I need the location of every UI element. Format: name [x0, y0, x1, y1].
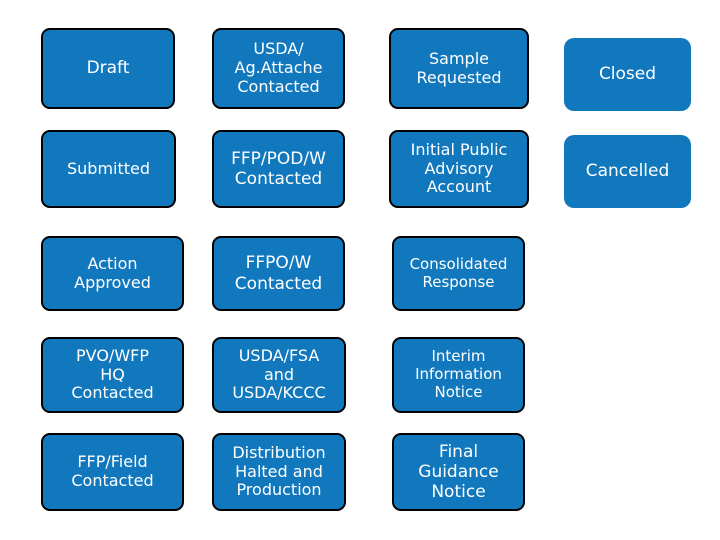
node-action-approved[interactable]: Action Approved: [41, 236, 184, 311]
node-ffpo-w[interactable]: FFPO/W Contacted: [212, 236, 345, 311]
node-sample-requested[interactable]: Sample Requested: [389, 28, 529, 109]
node-pvo-wfp-hq[interactable]: PVO/WFP HQ Contacted: [41, 337, 184, 413]
node-final-guidance-notice[interactable]: Final Guidance Notice: [392, 433, 525, 511]
node-consolidated-response[interactable]: Consolidated Response: [392, 236, 525, 311]
node-ffp-pod-w[interactable]: FFP/POD/W Contacted: [212, 130, 345, 208]
node-distribution-halted[interactable]: Distribution Halted and Production: [212, 433, 346, 511]
node-usda-agattache[interactable]: USDA/ Ag.Attache Contacted: [212, 28, 345, 109]
node-submitted[interactable]: Submitted: [41, 130, 176, 208]
node-closed[interactable]: Closed: [564, 38, 691, 111]
node-usda-fsa-kccc[interactable]: USDA/FSA and USDA/KCCC: [212, 337, 346, 413]
node-ffp-field[interactable]: FFP/Field Contacted: [41, 433, 184, 511]
node-initial-public-advisory[interactable]: Initial Public Advisory Account: [389, 130, 529, 208]
node-cancelled[interactable]: Cancelled: [564, 135, 691, 208]
node-draft[interactable]: Draft: [41, 28, 175, 109]
node-interim-information-notice[interactable]: Interim Information Notice: [392, 337, 525, 413]
